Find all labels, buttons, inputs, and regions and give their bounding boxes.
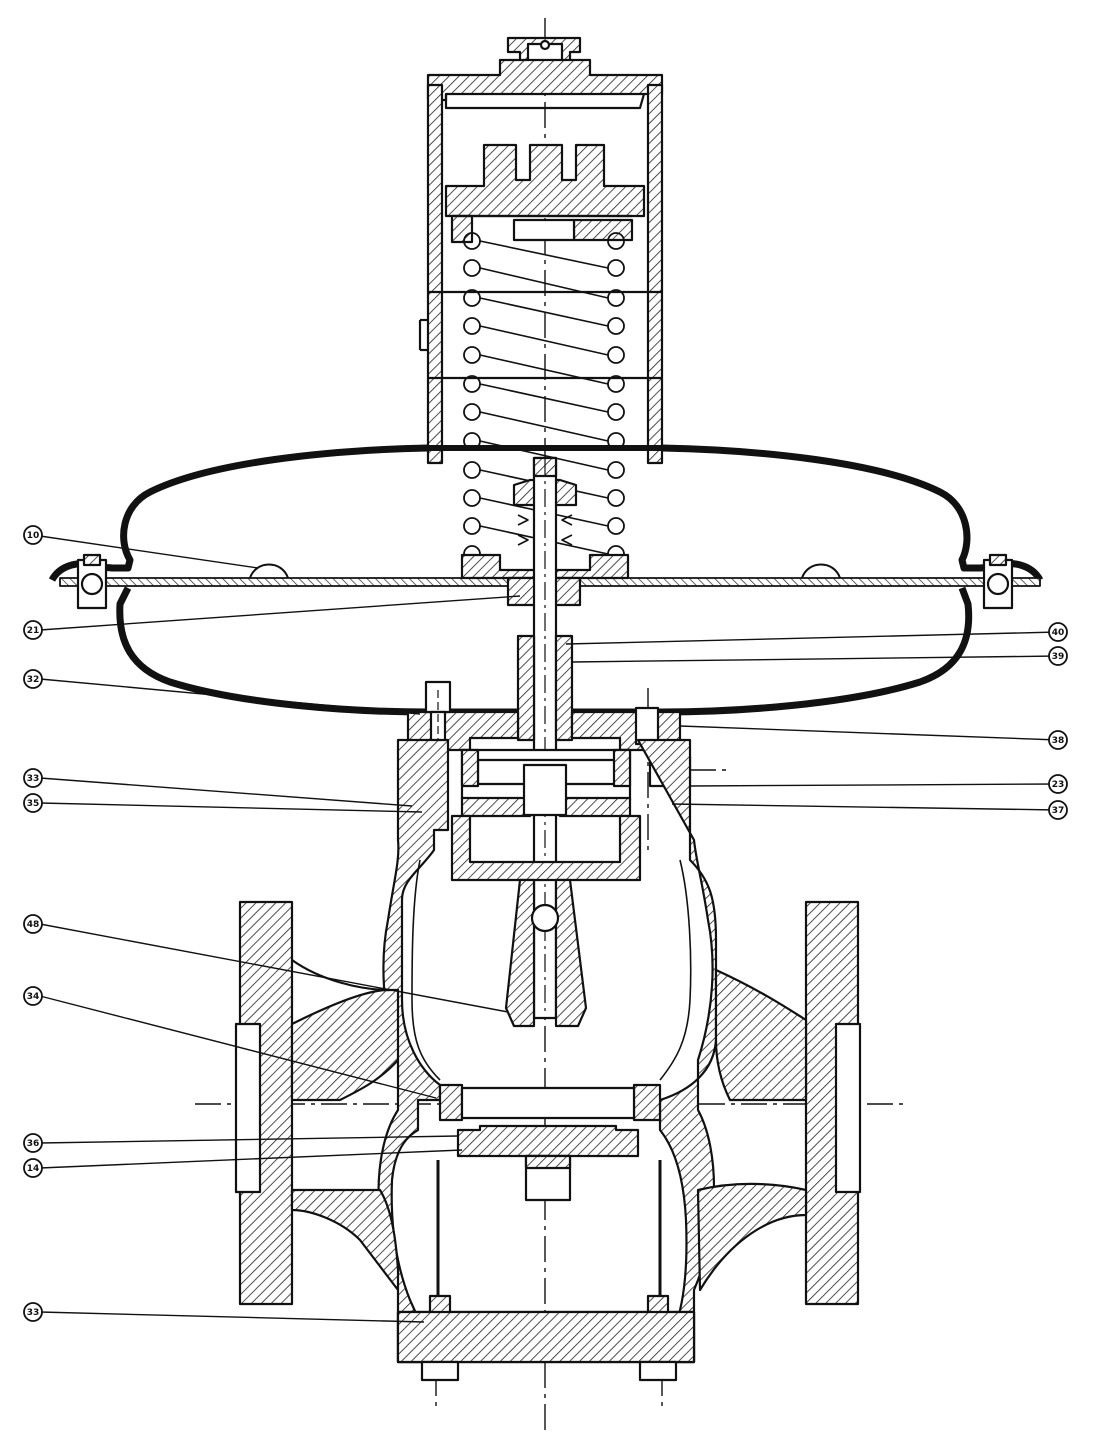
callout-34: 34	[23, 986, 43, 1006]
callout-balloons: 10 21 32 33 35 48 34 36	[23, 525, 1068, 1322]
leader-lines	[39, 535, 1059, 1323]
callout-35: 35	[23, 793, 43, 813]
callout-39: 39	[1048, 646, 1068, 666]
callout-21: 21	[23, 620, 43, 640]
callout-23-label: 23	[1052, 780, 1065, 790]
callout-34-label: 34	[27, 992, 40, 1002]
valve-body	[234, 738, 862, 1382]
callout-40-label: 40	[1052, 628, 1065, 638]
callout-38: 38	[1048, 730, 1068, 750]
callout-33-upper: 33	[23, 768, 43, 788]
callout-35-label: 35	[27, 799, 40, 809]
callout-48: 48	[23, 914, 43, 934]
callout-21-label: 21	[27, 626, 40, 636]
callout-37: 37	[1048, 800, 1068, 820]
callout-38-label: 38	[1052, 736, 1065, 746]
balancing-piston	[450, 748, 692, 882]
callout-32: 32	[23, 669, 43, 689]
valve-stem	[532, 456, 558, 1020]
callout-33-upper-label: 33	[27, 774, 40, 784]
callout-36-label: 36	[27, 1139, 40, 1149]
callout-39-label: 39	[1052, 652, 1065, 662]
callout-10: 10	[23, 525, 43, 545]
callout-14-label: 14	[27, 1164, 40, 1174]
callout-33-lower: 33	[23, 1302, 43, 1322]
callout-48-label: 48	[27, 920, 40, 930]
callout-23: 23	[1048, 774, 1068, 794]
bonnet	[406, 634, 682, 766]
callout-14: 14	[23, 1158, 43, 1178]
stem-guide-tube	[504, 878, 588, 1028]
callout-40: 40	[1048, 622, 1068, 642]
callout-32-label: 32	[27, 675, 40, 685]
callout-36: 36	[23, 1133, 43, 1153]
callout-37-label: 37	[1052, 806, 1065, 816]
spring-housing	[418, 58, 664, 465]
callout-10-label: 10	[27, 531, 40, 541]
callout-33-lower-label: 33	[27, 1308, 40, 1318]
